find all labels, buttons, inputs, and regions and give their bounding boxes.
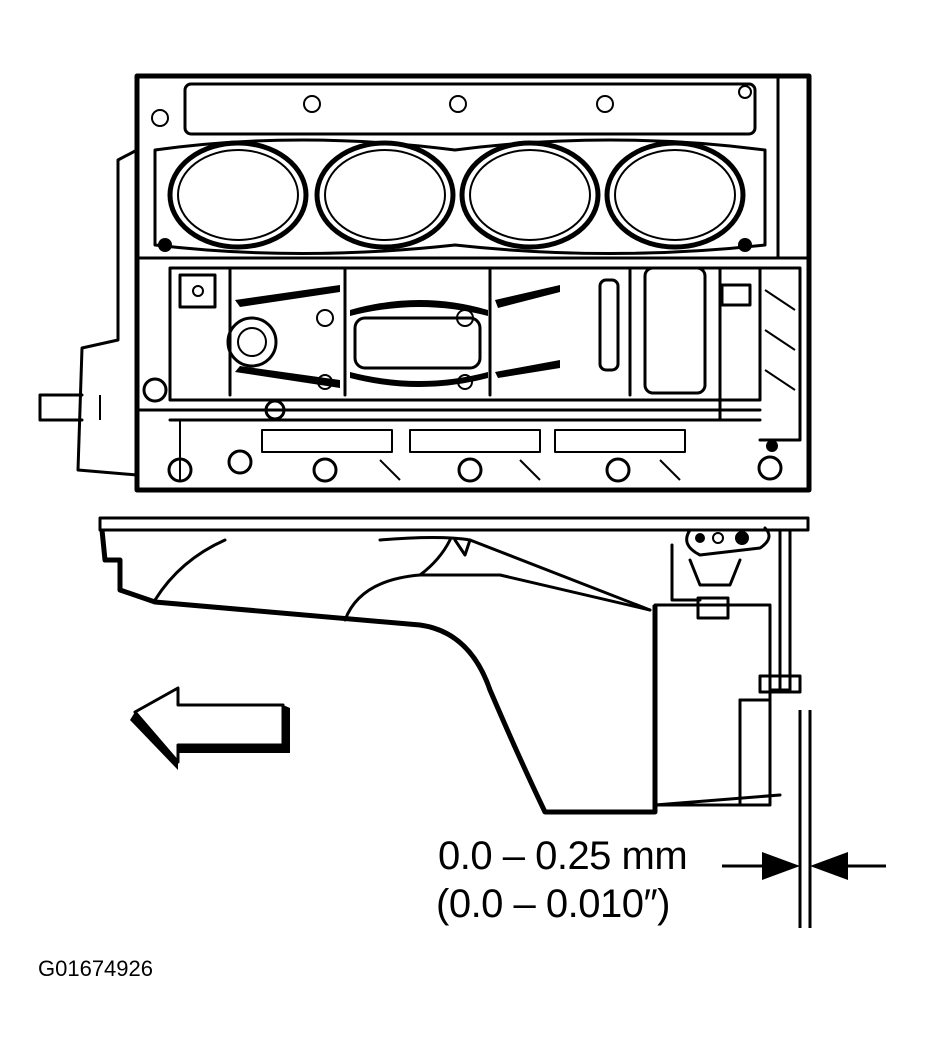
figure-id-label: G01674926 bbox=[38, 956, 153, 981]
engine-block bbox=[38, 73, 812, 493]
clearance-indicator-arrows-icon bbox=[722, 710, 886, 928]
cylinder-bores bbox=[167, 140, 746, 250]
clearance-spec-imperial: (0.0 – 0.010″) bbox=[436, 882, 670, 926]
front-direction-arrow-icon bbox=[130, 686, 290, 770]
crankcase-webbing bbox=[168, 266, 802, 442]
block-lower-rail bbox=[135, 377, 783, 483]
oil-pan bbox=[98, 516, 810, 815]
clearance-spec-metric: 0.0 – 0.25 mm bbox=[438, 834, 688, 878]
